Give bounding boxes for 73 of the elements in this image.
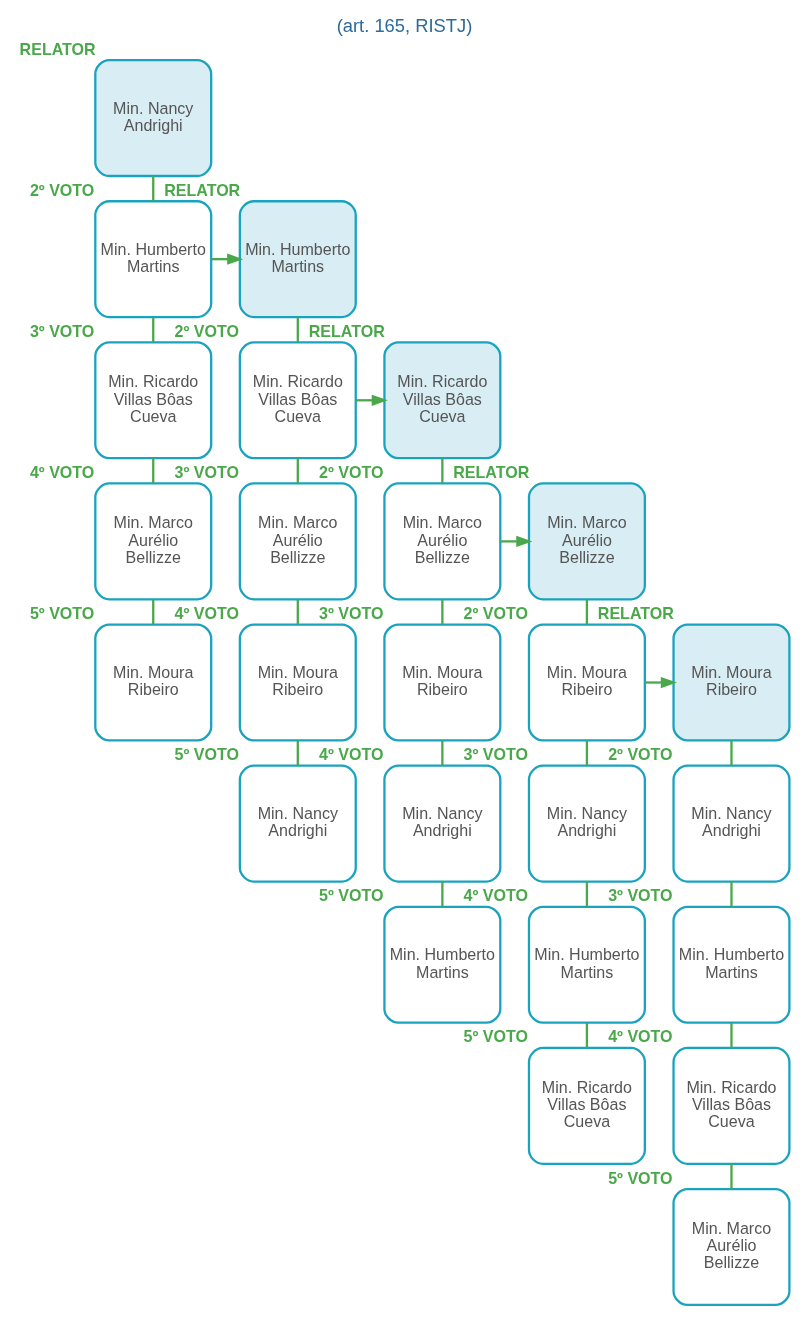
diagram-title: (art. 165, RISTJ) — [336, 15, 472, 37]
node-box: Min. Moura Ribeiro — [527, 623, 646, 742]
connector — [151, 458, 154, 484]
node-box: Min. Nancy Andrighi — [527, 764, 646, 883]
node-box: Min. Marco Aurélio Bellizze — [382, 482, 501, 601]
node-label: 3º VOTO — [607, 886, 673, 905]
connector — [440, 740, 443, 766]
node-label: 4º VOTO — [318, 745, 383, 764]
node-box: Min. Humberto Martins — [238, 200, 357, 319]
node-label: 4º VOTO — [29, 462, 94, 481]
node-label: 3º VOTO — [463, 745, 528, 764]
connector — [729, 881, 733, 907]
connector — [729, 1022, 733, 1048]
node-box: Min. Marco Aurélio Bellizze — [238, 482, 357, 601]
connector — [296, 458, 299, 484]
node-box: Min. Moura Ribeiro — [238, 623, 357, 742]
node-box: Min. Ricardo Villas Bôas Cueva — [671, 1046, 791, 1165]
node-label: RELATOR — [308, 321, 385, 340]
node-box: Min. Ricardo Villas Bôas Cueva — [238, 341, 357, 460]
node-box: Min. Ricardo Villas Bôas Cueva — [527, 1046, 646, 1165]
node-label: 5º VOTO — [318, 886, 383, 905]
node-label: 2º VOTO — [173, 321, 239, 340]
node-box: Min. Nancy Andrighi — [382, 764, 501, 883]
node-box: Min. Ricardo Villas Bôas Cueva — [382, 341, 501, 460]
node-label: 4º VOTO — [607, 1027, 673, 1046]
node-label: RELATOR — [452, 462, 529, 481]
connector — [585, 1022, 588, 1048]
node-box: Min. Nancy Andrighi — [671, 764, 791, 883]
node-box: Min. Humberto Martins — [382, 905, 501, 1024]
node-box: Min. Humberto Martins — [93, 200, 212, 319]
node-box: Min. Moura Ribeiro — [671, 623, 791, 742]
connector — [151, 317, 154, 343]
connector — [296, 599, 299, 625]
connector — [151, 599, 154, 625]
node-label: 4º VOTO — [463, 886, 528, 905]
node-box: Min. Marco Aurélio Bellizze — [527, 482, 646, 601]
connector — [729, 740, 733, 766]
node-box: Min. Nancy Andrighi — [238, 764, 357, 883]
node-label: 5º VOTO — [463, 1027, 528, 1046]
connector — [585, 599, 588, 625]
node-label: 5º VOTO — [29, 604, 94, 623]
connector — [729, 1163, 733, 1189]
connector — [440, 599, 443, 625]
connector — [440, 881, 443, 907]
connector — [296, 740, 299, 766]
node-box: Min. Ricardo Villas Bôas Cueva — [93, 341, 212, 460]
connector — [585, 881, 588, 907]
node-label: RELATOR — [19, 39, 96, 58]
node-box: Min. Moura Ribeiro — [382, 623, 501, 742]
node-box: Min. Nancy Andrighi — [93, 58, 212, 178]
node-label: 2º VOTO — [607, 745, 673, 764]
node-box: Min. Humberto Martins — [671, 905, 791, 1024]
connector — [440, 458, 443, 484]
node-label: 2º VOTO — [318, 462, 383, 481]
node-label: 2º VOTO — [29, 180, 94, 199]
node-label: 5º VOTO — [607, 1168, 673, 1187]
node-label: 5º VOTO — [173, 745, 239, 764]
node-box: Min. Marco Aurélio Bellizze — [671, 1187, 791, 1307]
connector — [151, 176, 154, 202]
node-label: 3º VOTO — [318, 604, 383, 623]
arrow — [644, 676, 677, 689]
node-label: RELATOR — [597, 604, 674, 623]
connector — [585, 740, 588, 766]
node-label: 3º VOTO — [29, 321, 94, 340]
node-box: Min. Humberto Martins — [527, 905, 646, 1024]
node-label: RELATOR — [163, 180, 240, 199]
node-label: 4º VOTO — [173, 604, 239, 623]
node-box: Min. Marco Aurélio Bellizze — [93, 482, 212, 601]
arrow — [500, 535, 532, 548]
connector — [296, 317, 299, 343]
node-box: Min. Moura Ribeiro — [93, 623, 212, 742]
node-label: 2º VOTO — [463, 604, 528, 623]
node-label: 3º VOTO — [173, 462, 239, 481]
